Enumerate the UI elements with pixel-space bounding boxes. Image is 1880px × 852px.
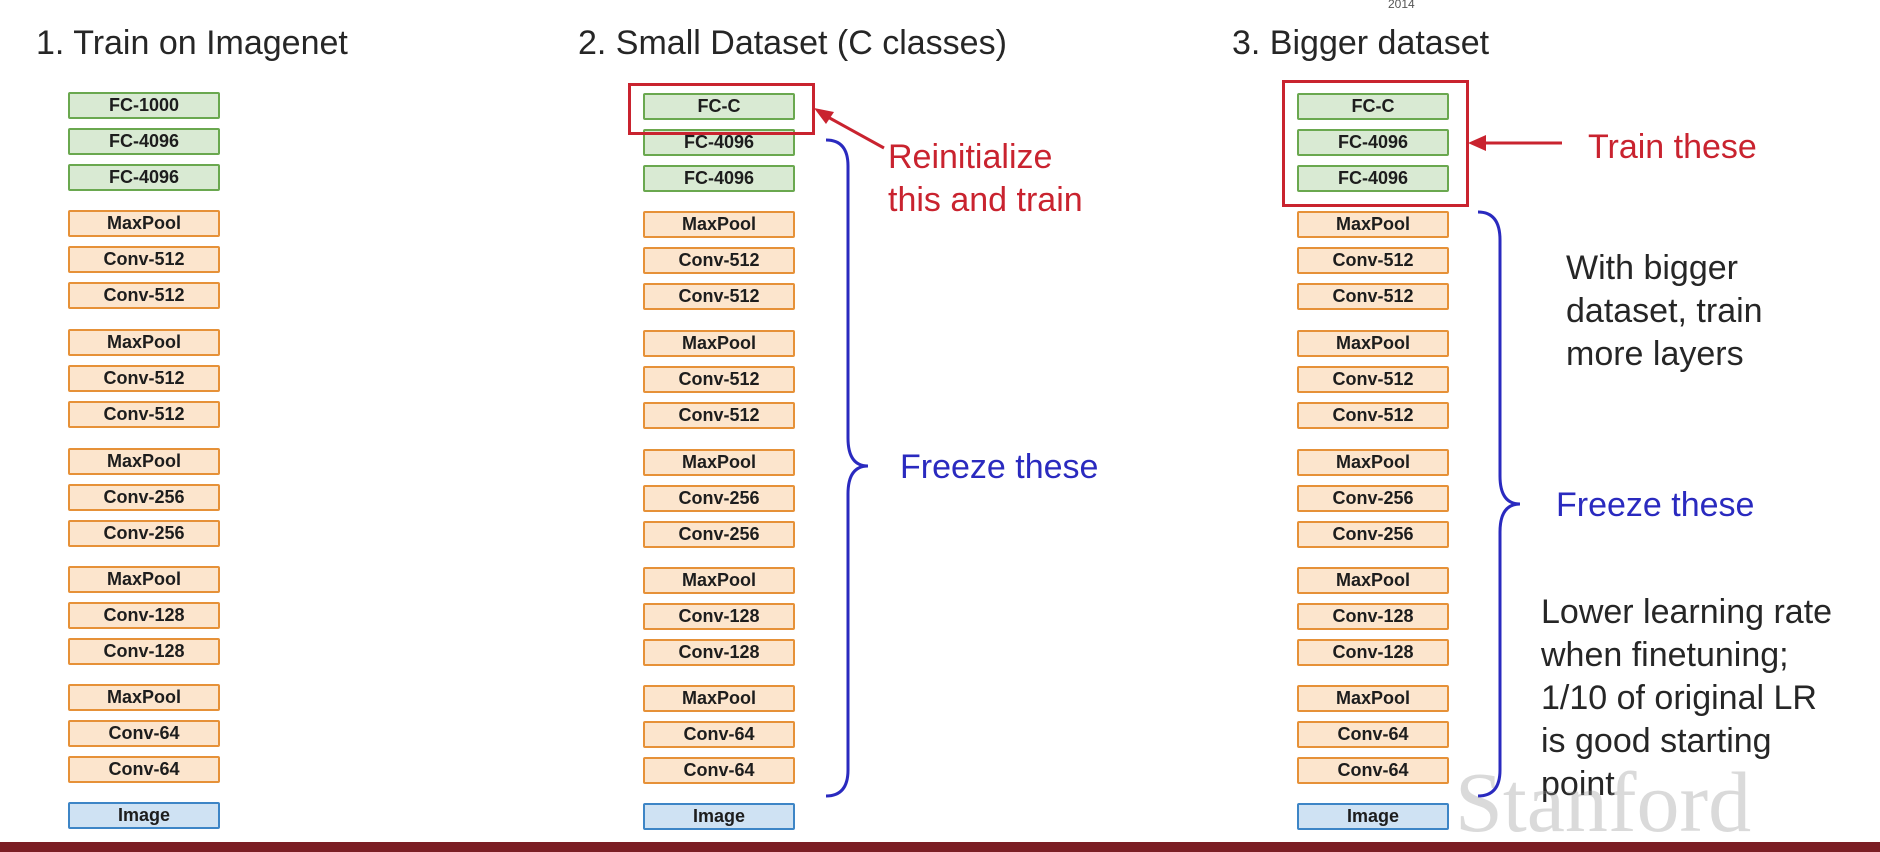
column-3-layer-conv-128: Conv-128 — [1297, 603, 1449, 630]
column-3-layer-conv-64: Conv-64 — [1297, 721, 1449, 748]
learning-rate-note: Lower learning rate when finetuning; 1/1… — [1541, 591, 1832, 806]
column-1-layer-conv-64: Conv-64 — [68, 720, 220, 747]
column-2-layer-conv-64: Conv-64 — [643, 757, 795, 784]
reinitialize-label-line-2: this and train — [888, 181, 1083, 219]
reinitialize-arrow — [814, 108, 885, 150]
column-2-layer-conv-128: Conv-128 — [643, 639, 795, 666]
reinitialize-label-line-1: Reinitialize — [888, 138, 1053, 176]
column-3-layer-maxpool: MaxPool — [1297, 567, 1449, 594]
learning-rate-note-line-4: is good starting — [1541, 722, 1772, 760]
bottom-bar — [0, 842, 1880, 852]
column-1-layer-conv-512: Conv-512 — [68, 246, 220, 273]
bigger-dataset-note: With bigger dataset, train more layers — [1566, 247, 1763, 376]
reinitialize-label: Reinitialize this and train — [888, 136, 1083, 222]
column-2-layer-image: Image — [643, 803, 795, 830]
column-2-layer-conv-512: Conv-512 — [643, 366, 795, 393]
learning-rate-note-line-3: 1/10 of original LR — [1541, 679, 1817, 717]
column-3-layer-conv-512: Conv-512 — [1297, 402, 1449, 429]
learning-rate-note-line-1: Lower learning rate — [1541, 593, 1833, 631]
column-3-layer-conv-512: Conv-512 — [1297, 366, 1449, 393]
column-1-layer-conv-256: Conv-256 — [68, 484, 220, 511]
column-3-layer-maxpool: MaxPool — [1297, 211, 1449, 238]
column-2-freeze-brace — [825, 138, 869, 798]
column-3-layer-fc-4096: FC-4096 — [1297, 165, 1449, 192]
column-2-layer-conv-512: Conv-512 — [643, 402, 795, 429]
column-1-layer-conv-128: Conv-128 — [68, 638, 220, 665]
column-3-layer-image: Image — [1297, 803, 1449, 830]
learning-rate-note-line-2: when finetuning; — [1541, 636, 1789, 674]
column-2-layer-maxpool: MaxPool — [643, 685, 795, 712]
column-1-layer-maxpool: MaxPool — [68, 210, 220, 237]
column-1-layer-fc-4096: FC-4096 — [68, 128, 220, 155]
column-2-layer-fc-c: FC-C — [643, 93, 795, 120]
column-2-layer-maxpool: MaxPool — [643, 567, 795, 594]
column-3-layer-conv-256: Conv-256 — [1297, 485, 1449, 512]
train-these-highlight-box — [1282, 80, 1469, 207]
column-2-title: 2. Small Dataset (C classes) — [578, 24, 1007, 62]
column-1-title: 1. Train on Imagenet — [36, 24, 348, 62]
column-3-title: 3. Bigger dataset — [1232, 24, 1490, 62]
column-2-layer-conv-256: Conv-256 — [643, 521, 795, 548]
column-3-layer-conv-512: Conv-512 — [1297, 247, 1449, 274]
column-3-freeze-brace — [1477, 210, 1521, 798]
column-3-freeze-label: Freeze these — [1556, 486, 1755, 524]
column-1-layer-maxpool: MaxPool — [68, 684, 220, 711]
column-1-layer-conv-512: Conv-512 — [68, 365, 220, 392]
train-these-arrow — [1468, 135, 1562, 151]
column-1-layer-fc-1000: FC-1000 — [68, 92, 220, 119]
column-2-layer-conv-64: Conv-64 — [643, 721, 795, 748]
column-1-layer-maxpool: MaxPool — [68, 566, 220, 593]
learning-rate-note-line-5: point — [1541, 765, 1615, 803]
column-3-layer-conv-128: Conv-128 — [1297, 639, 1449, 666]
year-label: 2014 — [1388, 0, 1415, 11]
column-1-layer-conv-512: Conv-512 — [68, 282, 220, 309]
column-3-layer-fc-4096: FC-4096 — [1297, 129, 1449, 156]
column-2-layer-maxpool: MaxPool — [643, 449, 795, 476]
train-these-label: Train these — [1588, 128, 1757, 166]
column-2-freeze-label: Freeze these — [900, 448, 1099, 486]
bigger-dataset-note-line-3: more layers — [1566, 335, 1744, 373]
stanford-watermark: Stanford — [1455, 754, 1752, 850]
bigger-dataset-note-line-2: dataset, train — [1566, 292, 1763, 330]
column-1-layer-maxpool: MaxPool — [68, 329, 220, 356]
column-2-layer-conv-512: Conv-512 — [643, 247, 795, 274]
reinitialize-highlight-box — [628, 83, 815, 135]
column-2-layer-fc-4096: FC-4096 — [643, 165, 795, 192]
column-3-layer-conv-64: Conv-64 — [1297, 757, 1449, 784]
column-3-layer-fc-c: FC-C — [1297, 93, 1449, 120]
column-3-layer-conv-512: Conv-512 — [1297, 283, 1449, 310]
column-3-layer-maxpool: MaxPool — [1297, 330, 1449, 357]
column-3-layer-conv-256: Conv-256 — [1297, 521, 1449, 548]
column-2-layer-conv-512: Conv-512 — [643, 283, 795, 310]
column-2-layer-conv-256: Conv-256 — [643, 485, 795, 512]
column-1-layer-conv-256: Conv-256 — [68, 520, 220, 547]
column-2-layer-maxpool: MaxPool — [643, 211, 795, 238]
column-1-layer-conv-64: Conv-64 — [68, 756, 220, 783]
column-1-layer-conv-512: Conv-512 — [68, 401, 220, 428]
column-1-layer-image: Image — [68, 802, 220, 829]
column-1-layer-fc-4096: FC-4096 — [68, 164, 220, 191]
column-1-layer-maxpool: MaxPool — [68, 448, 220, 475]
column-1-layer-conv-128: Conv-128 — [68, 602, 220, 629]
bigger-dataset-note-line-1: With bigger — [1566, 249, 1738, 287]
column-2-layer-conv-128: Conv-128 — [643, 603, 795, 630]
column-3-layer-maxpool: MaxPool — [1297, 685, 1449, 712]
column-3-layer-maxpool: MaxPool — [1297, 449, 1449, 476]
column-2-layer-maxpool: MaxPool — [643, 330, 795, 357]
